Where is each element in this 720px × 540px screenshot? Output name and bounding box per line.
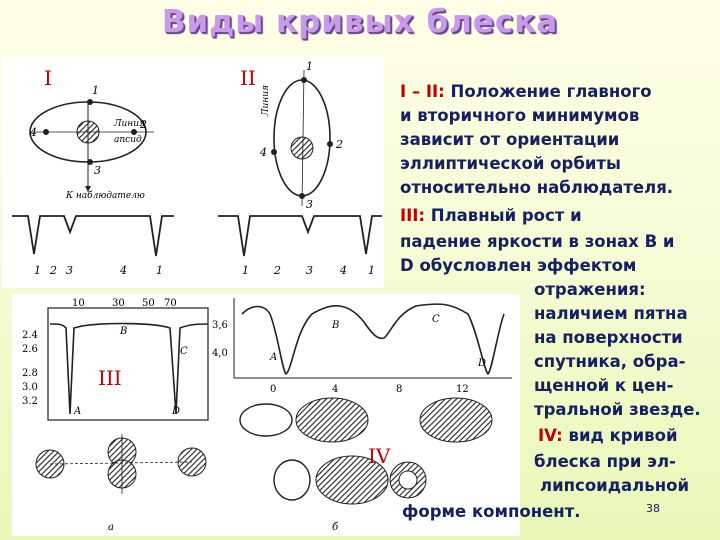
- a-point-a: A: [73, 406, 81, 417]
- curve1-label-3: 3: [66, 264, 73, 277]
- curve2-label-3: 3: [306, 264, 313, 277]
- orbit2-point-1: 1: [306, 60, 313, 73]
- a-ytick-4: 3.0: [22, 382, 38, 393]
- curve1-label-4: 4: [119, 264, 127, 277]
- label-iii: III: [98, 366, 122, 390]
- light-curve-diagram: 10 30 50 70 2.4 2.6 2.8 3.0 3.2 A B C D …: [22, 298, 512, 533]
- orbit-point-4: 4: [29, 126, 37, 139]
- apsides2-label: Линия: [261, 85, 271, 117]
- desc-line-1: I – II: Положение главного: [400, 80, 652, 104]
- b-xtick-12: 12: [456, 384, 469, 395]
- desc-text-15: вид кривой: [562, 426, 678, 445]
- desc-line-11: на поверхности: [534, 328, 683, 347]
- label-i: I: [44, 66, 52, 90]
- a-xtick-30: 30: [112, 298, 125, 309]
- curve1-label-5: 1: [156, 264, 163, 277]
- slide-number: 38: [646, 502, 660, 515]
- a-caption: а: [108, 522, 114, 533]
- curve2-label-5: 1: [368, 264, 375, 277]
- desc-line-7: падение яркости в зонах B и: [400, 232, 675, 251]
- orbit2-point-2: 2: [335, 138, 343, 151]
- desc-line-5: относительно наблюдателя.: [400, 178, 674, 197]
- label-ii: II: [240, 66, 256, 90]
- observer-label: К наблюдателю: [65, 190, 145, 201]
- desc-key-i-ii: I – II:: [400, 82, 445, 101]
- orbit-diagram-panel: 1 4 2 3 Линия апсид К наблюдателю 1 4 2 …: [2, 56, 384, 288]
- orbit-point-2: 2: [139, 118, 147, 131]
- desc-line-14: тральной звезде.: [534, 400, 701, 419]
- apsides-label-2: апсид: [114, 135, 142, 145]
- slide-title: Виды кривых блеска: [161, 4, 559, 40]
- orbit-point-1: 1: [92, 84, 99, 97]
- label-iv: IV: [368, 444, 391, 468]
- orbit-point-3: 3: [94, 164, 101, 177]
- a-ytick-3: 2.8: [22, 368, 38, 379]
- a-ytick-1: 2.4: [22, 330, 38, 341]
- b-point-a: A: [269, 352, 277, 363]
- desc-line-3: зависит от ориентации: [400, 130, 620, 149]
- b-point-b: B: [331, 320, 339, 331]
- desc-line-2: и вторичного минимумов: [400, 106, 640, 125]
- b-point-d: D: [477, 358, 486, 369]
- curve2-label-4: 4: [339, 264, 347, 277]
- desc-line-13: щенной к цен-: [534, 376, 674, 395]
- b-ytick-1: 3,6: [212, 320, 228, 331]
- b-caption: б: [332, 522, 339, 533]
- b-point-c: C: [432, 314, 440, 325]
- desc-line-10: наличием пятна: [534, 304, 688, 323]
- b-xtick-8: 8: [396, 384, 402, 395]
- desc-line-9: отражения:: [534, 280, 646, 299]
- desc-line-6: III: Плавный рост и: [400, 204, 582, 228]
- a-point-d: D: [171, 406, 180, 417]
- desc-line-4: эллиптической орбиты: [400, 154, 621, 173]
- a-xtick-50: 50: [142, 298, 155, 309]
- desc-text-6: Плавный рост и: [425, 206, 582, 225]
- desc-key-iv: IV:: [538, 426, 563, 445]
- a-xtick-10: 10: [72, 298, 85, 309]
- desc-line-18: форме компонент.: [402, 502, 581, 521]
- b-xtick-0: 0: [270, 384, 276, 395]
- orbit2-point-4: 4: [259, 146, 267, 159]
- curve2-label-2: 2: [273, 264, 281, 277]
- desc-line-8: D обусловлен эффектом: [400, 256, 637, 275]
- apsides-label: Линия: [113, 119, 145, 129]
- desc-key-iii: III:: [400, 206, 426, 225]
- desc-line-16: блеска при эл-: [534, 452, 676, 471]
- curve1-label-2: 2: [49, 264, 57, 277]
- desc-line-15: IV: вид кривой: [538, 424, 678, 448]
- orbit-diagram: 1 4 2 3 Линия апсид К наблюдателю 1 4 2 …: [12, 60, 382, 277]
- desc-line-12: спутника, обра-: [534, 352, 686, 371]
- curve1-label-1: 1: [34, 264, 41, 277]
- a-point-c: C: [180, 346, 188, 357]
- a-ytick-2: 2.6: [22, 344, 38, 355]
- curve2-label-1: 1: [242, 264, 249, 277]
- b-ytick-2: 4,0: [212, 348, 228, 359]
- desc-line-17: липсоидальной: [540, 476, 689, 495]
- desc-text-1: Положение главного: [444, 82, 652, 101]
- orbit2-point-3: 3: [306, 198, 313, 211]
- light-curve-panel: 10 30 50 70 2.4 2.6 2.8 3.0 3.2 A B C D …: [12, 294, 520, 536]
- a-xtick-70: 70: [164, 298, 177, 309]
- a-ytick-5: 3.2: [22, 396, 38, 407]
- b-xtick-4: 4: [332, 384, 338, 395]
- a-point-b: B: [119, 326, 127, 337]
